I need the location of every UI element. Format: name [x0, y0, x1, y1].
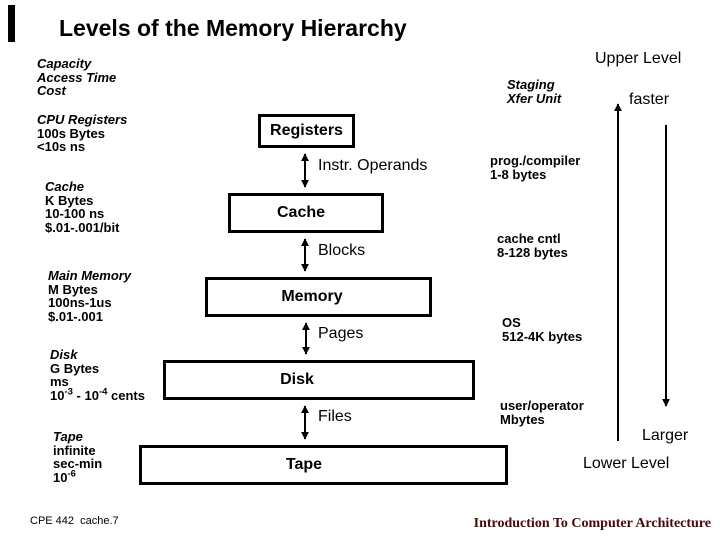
- tape-access: sec-min: [53, 456, 103, 471]
- legend-line-capacity: Capacity: [37, 56, 92, 71]
- staging-xfer-unit-label: Staging Xfer Unit: [507, 78, 561, 105]
- main-memory-cost: $.01-.001: [48, 308, 103, 324]
- faster-label: faster: [629, 91, 670, 108]
- user-operator-unit: user/operator Mbytes: [500, 399, 584, 426]
- disk-cost-line: 10-3 - 10-4 cents: [50, 386, 145, 403]
- registers-box: Registers: [258, 114, 355, 148]
- cache-cost: $.01-.001/bit: [45, 219, 120, 235]
- main-memory-access: 100ns-1us: [48, 295, 112, 310]
- transfer-label-instr-operands: Instr. Operands: [318, 157, 428, 174]
- cache-cntl-line: cache cntl: [497, 231, 561, 246]
- legend-line-access-time: Access Time: [37, 69, 117, 85]
- cpu-registers-capacity: 100s Bytes: [37, 125, 105, 141]
- cache-box: Cache: [228, 193, 384, 233]
- tape-name: Tape: [53, 429, 83, 444]
- disk-box: Disk: [163, 360, 475, 400]
- prog-compiler-line: prog./compiler: [490, 153, 581, 168]
- user-mbytes-line: Mbytes: [500, 411, 545, 427]
- disk-capacity: G Bytes: [50, 360, 100, 376]
- lower-level-label: Lower Level: [583, 455, 670, 472]
- cache-stats: Cache K Bytes 10-100 ns $.01-.001/bit: [45, 180, 119, 234]
- text-fragment: 10: [53, 469, 68, 485]
- tape-capacity: infinite: [53, 442, 96, 458]
- disk-box-label: Disk: [280, 371, 314, 388]
- transfer-label-pages: Pages: [318, 325, 364, 342]
- footer-course-title: Introduction To Computer Architecture: [473, 516, 711, 531]
- disk-access: ms: [50, 374, 69, 389]
- tape-box: Tape: [139, 445, 508, 485]
- cache-box-label: Cache: [276, 204, 326, 221]
- main-memory-name: Main Memory: [48, 268, 132, 283]
- cpu-registers-name: CPU Registers: [37, 112, 128, 127]
- cache-name: Cache: [45, 179, 85, 194]
- memory-box: Memory: [205, 277, 432, 317]
- transfer-label-blocks: Blocks: [318, 242, 366, 259]
- text-fragment: - 10: [72, 387, 99, 403]
- registers-box-label: Registers: [270, 122, 343, 139]
- main-memory-capacity: M Bytes: [48, 281, 98, 297]
- larger-label: Larger: [642, 427, 689, 444]
- user-operator-line: user/operator: [500, 398, 584, 413]
- legend-line-cost: Cost: [37, 83, 66, 98]
- disk-name: Disk: [50, 347, 78, 362]
- prog-compiler-unit: prog./compiler 1-8 bytes: [490, 154, 580, 181]
- upper-level-label: Upper Level: [595, 50, 682, 67]
- cache-cntl-bytes-line: 8-128 bytes: [497, 244, 568, 260]
- os-unit: OS 512-4K bytes: [502, 316, 582, 343]
- footer-course-slide-number: CPE 442 cache.7: [30, 515, 119, 527]
- main-memory-stats: Main Memory M Bytes 100ns-1us $.01-.001: [48, 269, 131, 323]
- disk-stats: Disk G Bytes ms 10-3 - 10-4 cents: [50, 348, 145, 402]
- text-fragment: 10: [50, 387, 65, 403]
- staging-line: Staging: [507, 77, 555, 92]
- tape-cost-line: 10-6: [53, 468, 102, 485]
- page-title: Levels of the Memory Hierarchy: [59, 15, 407, 41]
- prog-bytes-line: 1-8 bytes: [490, 166, 547, 182]
- cpu-registers-access: <10s ns: [37, 139, 86, 154]
- text-fragment: cents: [107, 387, 145, 403]
- xfer-unit-line: Xfer Unit: [507, 90, 562, 106]
- capacity-access-cost-legend: Capacity Access Time Cost: [37, 57, 116, 98]
- os-line: OS: [502, 315, 521, 330]
- tape-stats: Tape infinite sec-min 10-6: [53, 430, 102, 484]
- os-bytes-line: 512-4K bytes: [502, 328, 583, 344]
- cache-cntl-unit: cache cntl 8-128 bytes: [497, 232, 568, 259]
- tape-box-label: Tape: [285, 456, 323, 473]
- memory-box-label: Memory: [281, 288, 343, 305]
- cache-access: 10-100 ns: [45, 206, 105, 221]
- cache-capacity: K Bytes: [45, 192, 94, 208]
- slide-accent-bar: [8, 5, 15, 42]
- exponent: -3: [64, 386, 73, 398]
- cpu-registers-stats: CPU Registers 100s Bytes <10s ns: [37, 113, 127, 154]
- exponent: -6: [67, 468, 76, 480]
- exponent: -4: [98, 386, 108, 398]
- transfer-label-files: Files: [318, 408, 352, 425]
